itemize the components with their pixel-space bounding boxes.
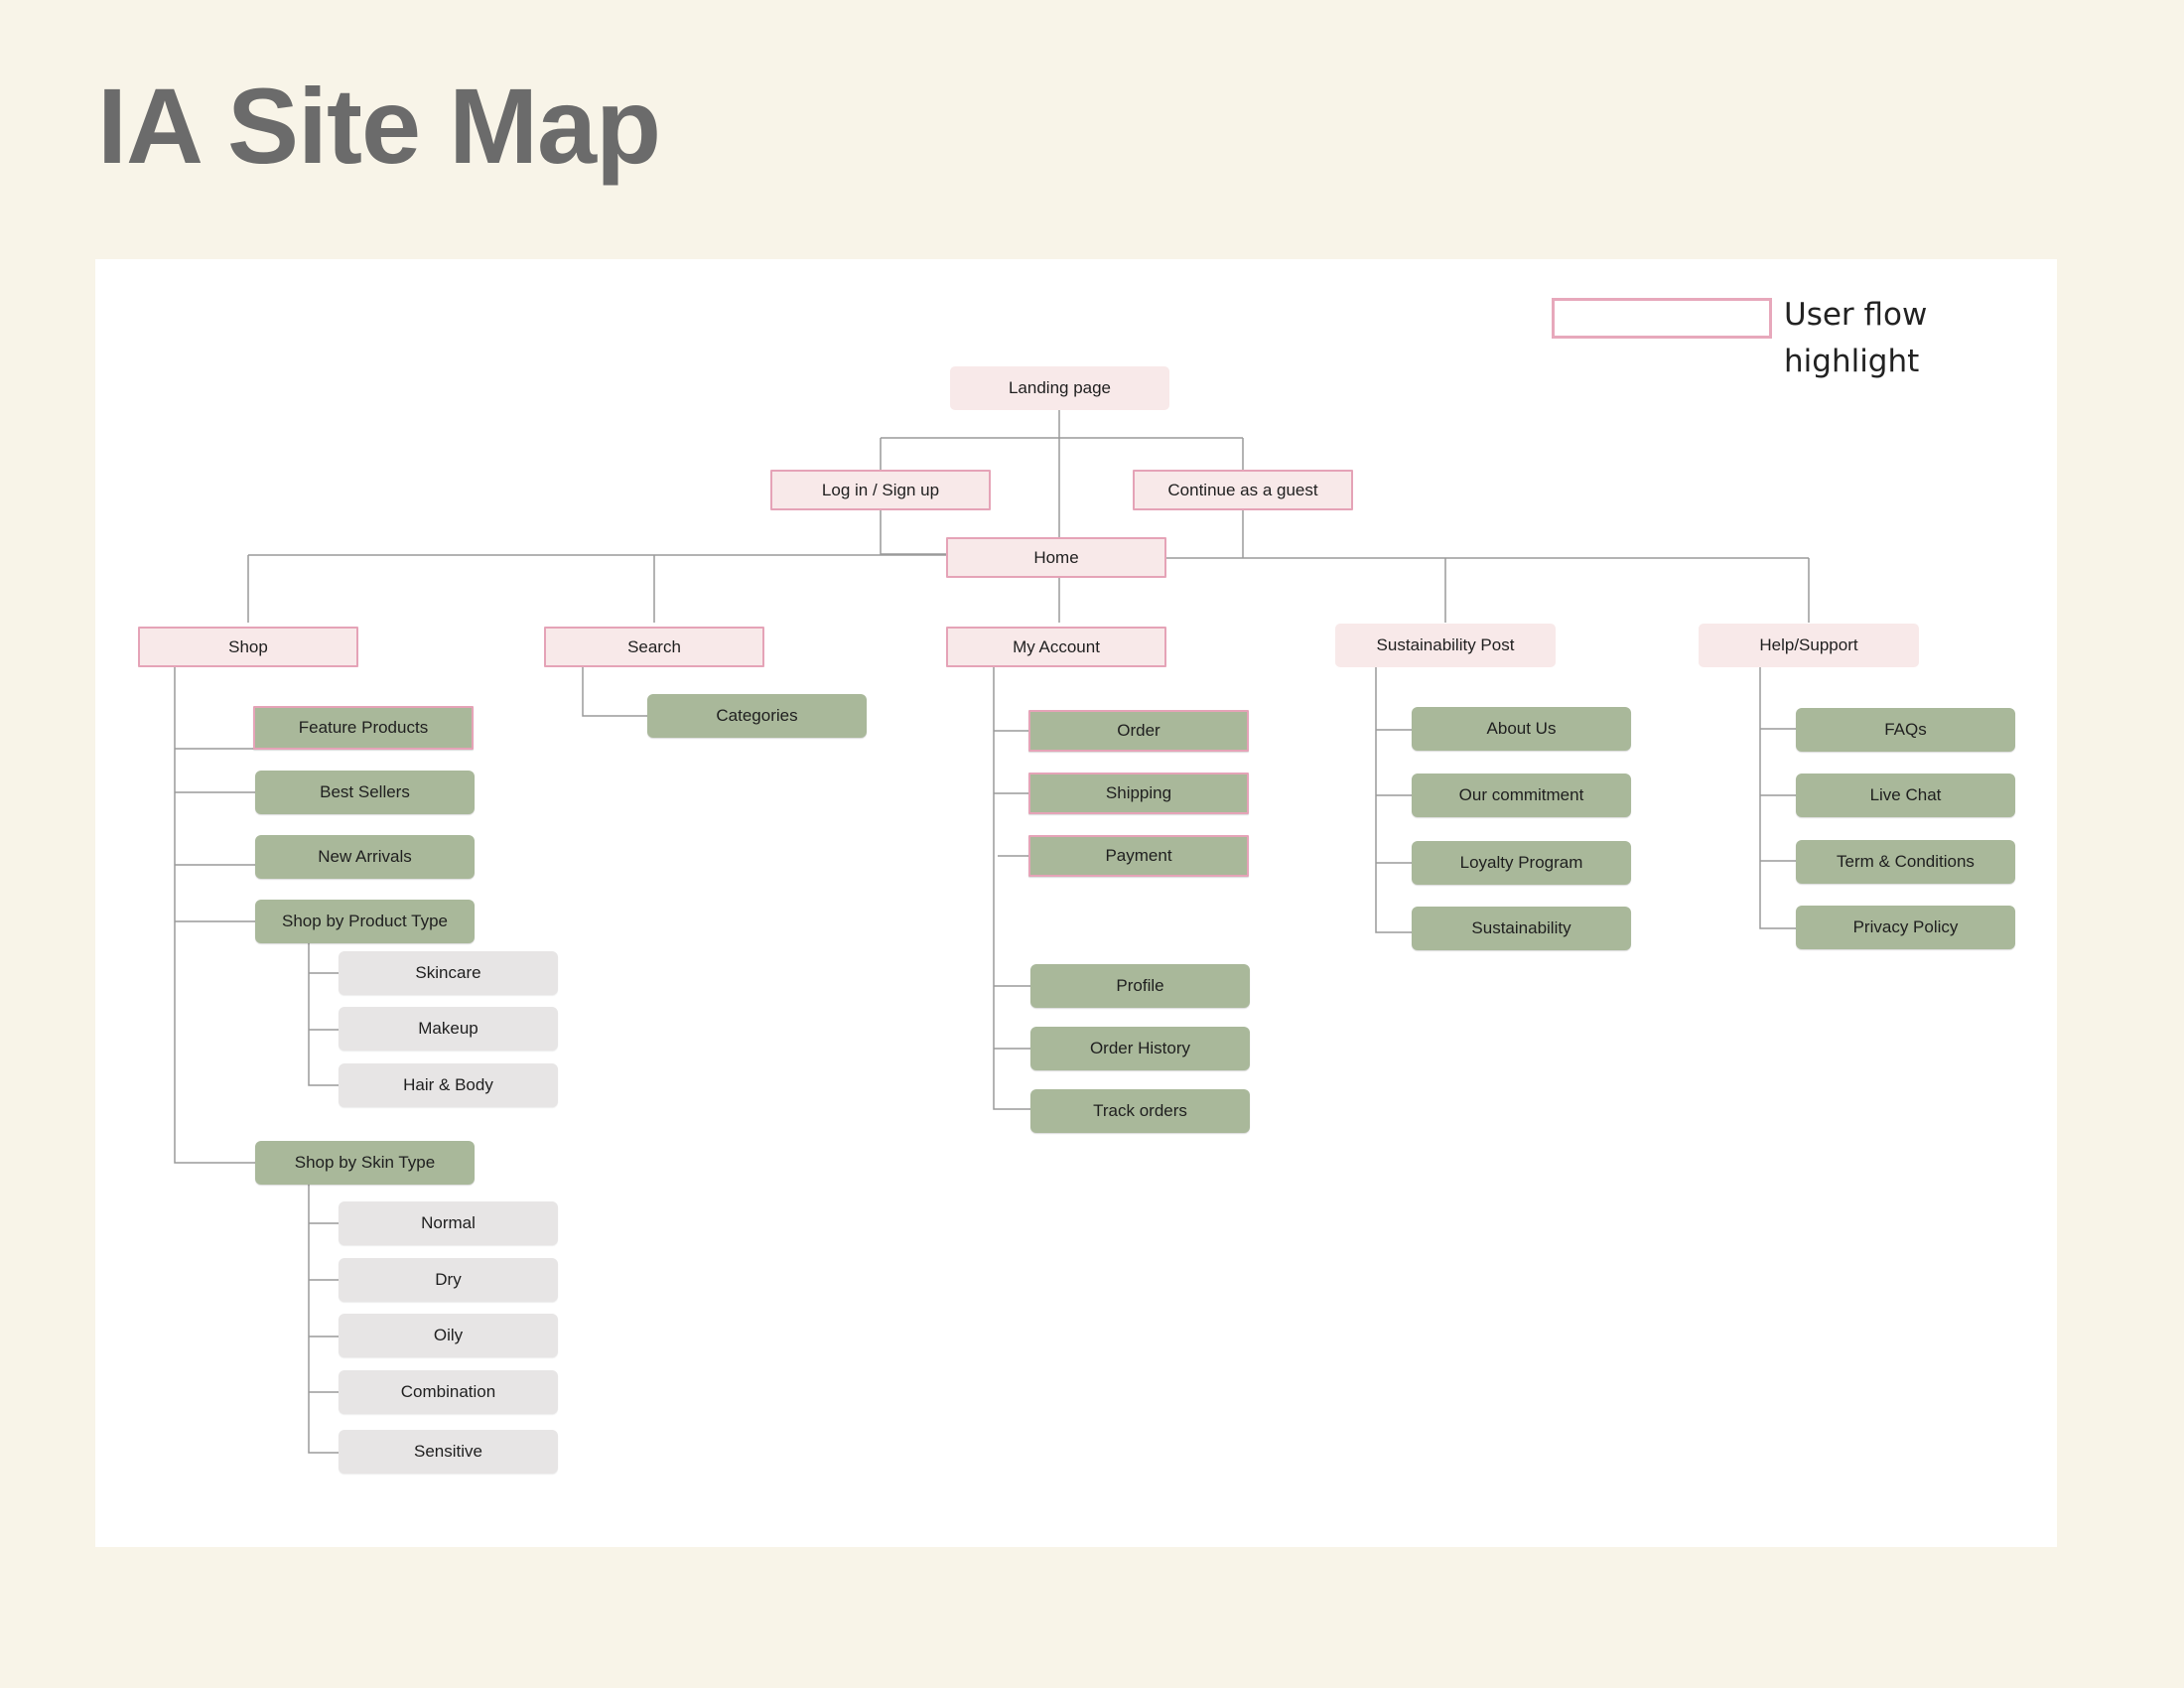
connector-help-children — [1759, 667, 1796, 929]
node-order[interactable]: Order — [1028, 710, 1249, 752]
node-feature-products[interactable]: Feature Products — [253, 706, 474, 750]
node-combination[interactable]: Combination — [339, 1370, 558, 1414]
node-log-in-sign-up[interactable]: Log in / Sign up — [770, 470, 991, 510]
node-oily[interactable]: Oily — [339, 1314, 558, 1357]
node-about-us[interactable]: About Us — [1412, 707, 1631, 751]
node-term-conditions[interactable]: Term & Conditions — [1796, 840, 2015, 884]
connector-product-type — [308, 942, 339, 1086]
node-hair-body[interactable]: Hair & Body — [339, 1063, 558, 1107]
node-new-arrivals[interactable]: New Arrivals — [255, 835, 475, 879]
node-search[interactable]: Search — [544, 627, 764, 667]
node-payment[interactable]: Payment — [1028, 835, 1249, 877]
connector-home-left — [247, 554, 946, 623]
node-makeup[interactable]: Makeup — [339, 1007, 558, 1051]
node-home[interactable]: Home — [946, 537, 1166, 578]
connector-search-categories — [582, 667, 647, 717]
node-best-sellers[interactable]: Best Sellers — [255, 771, 475, 814]
node-faqs[interactable]: FAQs — [1796, 708, 2015, 752]
node-skincare[interactable]: Skincare — [339, 951, 558, 995]
connector-lines — [174, 410, 1810, 1454]
legend-highlight-swatch — [1552, 298, 1772, 339]
sitemap-canvas: User flow highlight Landing page Log in … — [95, 259, 2057, 1547]
connector-login-home — [880, 510, 946, 555]
connector-skin-type — [308, 1184, 339, 1454]
node-categories[interactable]: Categories — [647, 694, 867, 738]
node-our-commitment[interactable]: Our commitment — [1412, 774, 1631, 817]
node-profile[interactable]: Profile — [1030, 964, 1250, 1008]
node-track-orders[interactable]: Track orders — [1030, 1089, 1250, 1133]
node-landing-page[interactable]: Landing page — [950, 366, 1169, 410]
node-shop-by-product-type[interactable]: Shop by Product Type — [255, 900, 475, 943]
legend-label: User flow highlight — [1784, 297, 1928, 379]
node-loyalty-program[interactable]: Loyalty Program — [1412, 841, 1631, 885]
node-sensitive[interactable]: Sensitive — [339, 1430, 558, 1474]
node-privacy-policy[interactable]: Privacy Policy — [1796, 906, 2015, 949]
node-shop-by-skin-type[interactable]: Shop by Skin Type — [255, 1141, 475, 1185]
connector-landing-auth — [880, 437, 1244, 470]
node-order-history[interactable]: Order History — [1030, 1027, 1250, 1070]
node-my-account[interactable]: My Account — [946, 627, 1166, 667]
node-sustainability[interactable]: Sustainability — [1412, 907, 1631, 950]
node-live-chat[interactable]: Live Chat — [1796, 774, 2015, 817]
node-sustainability-post[interactable]: Sustainability Post — [1335, 624, 1556, 667]
node-dry[interactable]: Dry — [339, 1258, 558, 1302]
node-normal[interactable]: Normal — [339, 1201, 558, 1245]
node-shop[interactable]: Shop — [138, 627, 358, 667]
connector-account-children — [993, 667, 1030, 1110]
node-help-support[interactable]: Help/Support — [1699, 624, 1919, 667]
connector-home-right — [1166, 557, 1810, 623]
page-title: IA Site Map — [97, 66, 661, 186]
node-shipping[interactable]: Shipping — [1028, 773, 1249, 814]
connector-sustain-children — [1375, 667, 1412, 933]
connector-shop-children — [174, 667, 255, 1164]
node-continue-as-guest[interactable]: Continue as a guest — [1133, 470, 1353, 510]
